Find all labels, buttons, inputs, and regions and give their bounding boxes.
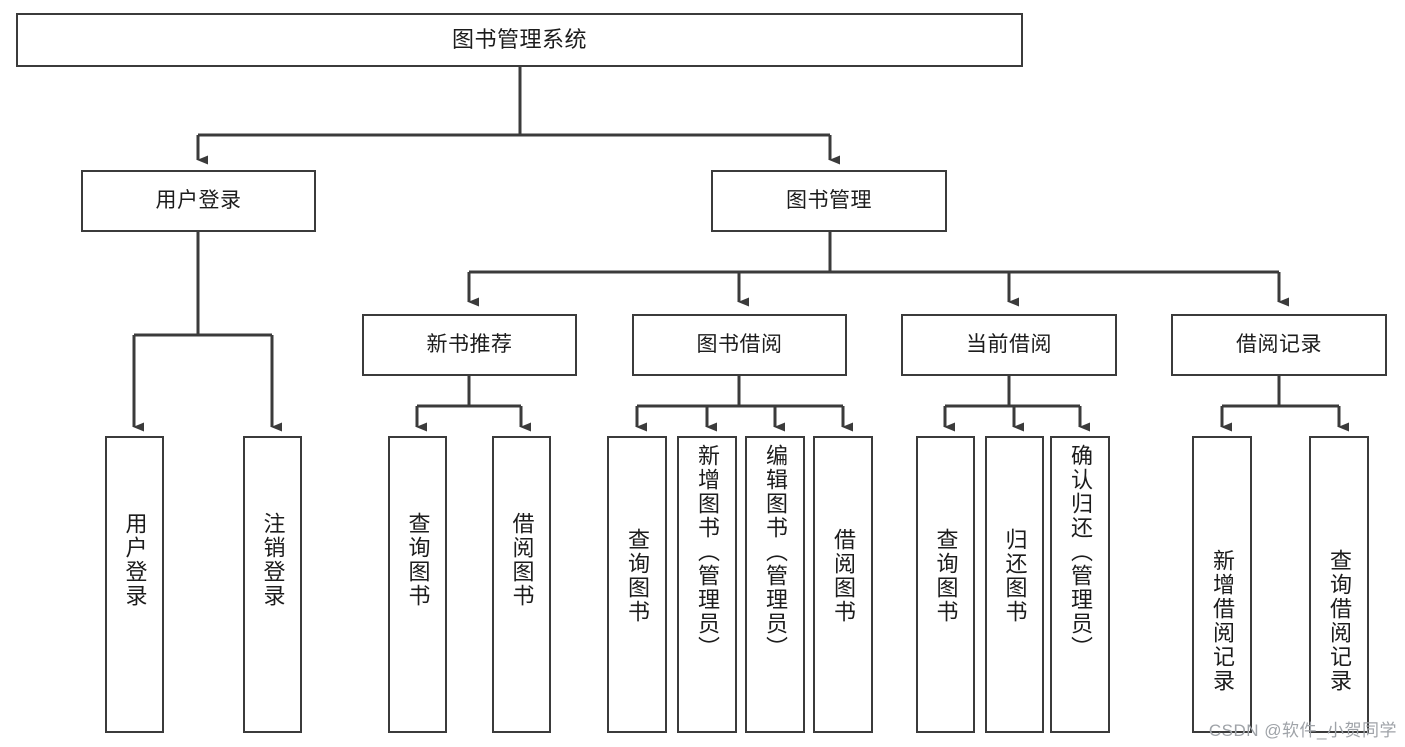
node-label: 图书管理系统 xyxy=(451,26,587,52)
leaf-book-borrow-edit-book-admin[interactable]: 编辑图书（管理员） xyxy=(745,436,805,733)
node-label: 确认归还（管理员） xyxy=(1067,444,1093,660)
node-current-borrow[interactable]: 当前借阅 xyxy=(901,314,1117,376)
node-label: 新增借阅记录 xyxy=(1209,549,1235,693)
node-label: 查询图书 xyxy=(933,528,959,624)
node-label: 查询借阅记录 xyxy=(1326,549,1352,693)
node-label: 编辑图书（管理员） xyxy=(762,444,788,660)
node-label: 借阅记录 xyxy=(1236,333,1322,357)
leaf-borrow-record-add-record[interactable]: 新增借阅记录 xyxy=(1192,436,1252,733)
node-book-borrow[interactable]: 图书借阅 xyxy=(632,314,847,376)
node-label: 借阅图书 xyxy=(830,528,856,624)
leaf-book-borrow-borrow-book[interactable]: 借阅图书 xyxy=(813,436,873,733)
node-label: 查询图书 xyxy=(624,528,650,624)
node-label: 新书推荐 xyxy=(426,333,513,357)
node-label: 借阅图书 xyxy=(509,512,535,608)
leaf-borrow-record-query-record[interactable]: 查询借阅记录 xyxy=(1309,436,1369,733)
node-borrow-record[interactable]: 借阅记录 xyxy=(1171,314,1387,376)
node-new-book-recommend[interactable]: 新书推荐 xyxy=(362,314,577,376)
leaf-book-borrow-add-book-admin[interactable]: 新增图书（管理员） xyxy=(677,436,737,733)
leaf-current-borrow-confirm-return-admin[interactable]: 确认归还（管理员） xyxy=(1050,436,1110,733)
node-label: 用户登录 xyxy=(155,189,242,213)
node-label: 图书借阅 xyxy=(696,333,783,357)
node-label: 新增图书（管理员） xyxy=(694,444,720,660)
node-label: 图书管理 xyxy=(786,189,872,213)
leaf-new-book-query-book[interactable]: 查询图书 xyxy=(388,436,447,733)
watermark-text: CSDN @软件_小贺同学 xyxy=(1208,721,1397,740)
node-label: 查询图书 xyxy=(405,512,431,608)
node-label: 当前借阅 xyxy=(966,333,1052,357)
node-root-book-management-system[interactable]: 图书管理系统 xyxy=(16,13,1023,67)
node-user-login[interactable]: 用户登录 xyxy=(81,170,316,232)
node-book-management[interactable]: 图书管理 xyxy=(711,170,947,232)
leaf-book-borrow-query-book[interactable]: 查询图书 xyxy=(607,436,667,733)
leaf-current-borrow-query-book[interactable]: 查询图书 xyxy=(916,436,975,733)
leaf-user-login-login[interactable]: 用户登录 xyxy=(105,436,164,733)
leaf-user-login-logout[interactable]: 注销登录 xyxy=(243,436,302,733)
node-label: 用户登录 xyxy=(122,512,148,608)
node-label: 归还图书 xyxy=(1002,528,1028,624)
leaf-new-book-borrow-book[interactable]: 借阅图书 xyxy=(492,436,551,733)
node-label: 注销登录 xyxy=(260,512,286,608)
leaf-current-borrow-return-book[interactable]: 归还图书 xyxy=(985,436,1044,733)
